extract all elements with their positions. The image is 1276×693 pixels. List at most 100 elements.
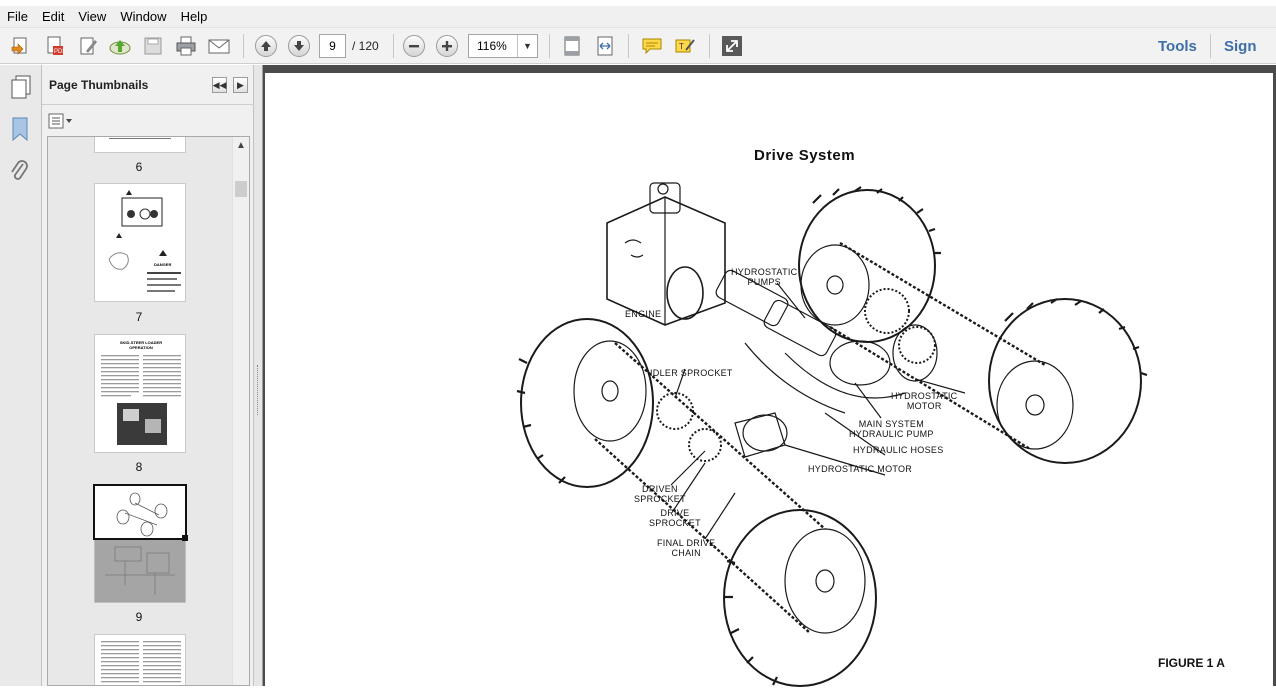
toolbar-separator: [709, 34, 710, 58]
visible-area-frame[interactable]: [93, 484, 187, 540]
callout-final-drive-chain: FINAL DRIVE CHAIN: [657, 538, 716, 558]
drive-system-illustration: [516, 182, 1148, 687]
print-icon[interactable]: [173, 33, 199, 59]
menu-help[interactable]: Help: [180, 9, 208, 24]
convert-icon[interactable]: PDF: [41, 33, 67, 59]
thumbnail-text: DANGER: [154, 262, 172, 267]
panel-next-button[interactable]: ▶: [233, 77, 248, 93]
panel-title: Page Thumbnails: [49, 78, 149, 92]
tools-button[interactable]: Tools: [1158, 38, 1197, 55]
thumbnail-page[interactable]: SKID-STEER LOADER OPERATION: [94, 334, 186, 453]
callout-hydrostatic-motor-right: HYDROSTATIC MOTOR: [891, 391, 958, 411]
hydraulic-hoses: [744, 342, 906, 414]
thumbnail-page-current[interactable]: [94, 484, 186, 603]
thumbnail-page[interactable]: [94, 137, 186, 153]
thumbnail-label: 9: [135, 610, 143, 624]
tire-rear-right: [798, 186, 941, 343]
highlight-icon: T: [675, 39, 695, 53]
drive-system-thumbnail-image: [95, 485, 185, 602]
toolbar-separator: [243, 34, 244, 58]
scrollbar-thumb[interactable]: [235, 181, 247, 197]
upload-cloud-icon[interactable]: [107, 33, 133, 59]
email-icon[interactable]: [206, 33, 232, 59]
menu-view[interactable]: View: [78, 9, 107, 24]
zoom-out-button[interactable]: [401, 33, 427, 59]
fit-page-icon: [564, 36, 580, 56]
play-right-icon: ▶: [237, 79, 244, 90]
callout-hydrostatic-motor-left: HYDROSTATIC MOTOR: [808, 464, 913, 474]
thumbnail-page[interactable]: DANGER: [94, 183, 186, 302]
chain-right: [829, 241, 1046, 451]
callout-driven-sprocket: DRIVEN SPROCKET: [634, 484, 686, 504]
callout-main-system-pump: MAIN SYSTEM HYDRAULIC PUMP: [849, 419, 934, 439]
next-page-button[interactable]: [286, 33, 312, 59]
scroll-up-icon[interactable]: ▲: [236, 140, 246, 151]
create-pdf-icon[interactable]: [8, 33, 34, 59]
zoom-input[interactable]: [469, 35, 517, 57]
expand-icon: [722, 36, 742, 56]
hydrostatic-pumps: [715, 269, 938, 386]
save-icon[interactable]: [140, 33, 166, 59]
callout-drive-sprocket: DRIVE SPROCKET: [649, 508, 701, 528]
thumbnail-page[interactable]: [94, 634, 186, 685]
comment-icon: [642, 38, 662, 55]
fit-width-button[interactable]: [592, 33, 618, 59]
svg-text:PDF: PDF: [54, 49, 65, 55]
zoom-select[interactable]: ▼: [468, 34, 538, 58]
page-thumbnails-tab[interactable]: [8, 74, 34, 100]
toolbar-separator: [628, 34, 629, 58]
menu-window[interactable]: Window: [120, 9, 167, 24]
arrow-up-icon: [255, 35, 277, 57]
thumbnail-text: SKID-STEER LOADER OPERATION: [119, 340, 163, 350]
document-view[interactable]: Drive System: [263, 65, 1276, 693]
toolbar-separator: [1210, 34, 1211, 58]
svg-text:T: T: [679, 42, 684, 51]
page-number-input[interactable]: [319, 34, 346, 58]
menu-file[interactable]: File: [7, 9, 28, 24]
thumbnail-label: 6: [135, 160, 143, 174]
callout-hydrostatic-pumps: HYDROSTATIC PUMPS: [731, 267, 798, 287]
page-total: / 120: [352, 39, 379, 53]
collapse-panel-button[interactable]: ◀◀: [212, 77, 227, 93]
toolbar-separator: [393, 34, 394, 58]
attachments-tab[interactable]: [9, 159, 31, 185]
figure-label: FIGURE 1 A: [1158, 656, 1225, 670]
thumbnail-scrollbar[interactable]: ▲: [232, 137, 249, 685]
options-button[interactable]: [48, 112, 74, 130]
text-page-image: [101, 355, 181, 445]
panel-splitter[interactable]: [254, 65, 263, 686]
paperclip-icon: [11, 160, 28, 180]
zoom-in-button[interactable]: [434, 33, 460, 59]
pages-icon: [11, 75, 31, 99]
menu-edit[interactable]: Edit: [41, 9, 65, 24]
toolbar-separator: [549, 34, 550, 58]
previous-page-button[interactable]: [253, 33, 279, 59]
page-thumbnails-panel: Page Thumbnails ◀◀ ▶ 6 DANGE: [42, 65, 254, 686]
text-page-image: [101, 641, 181, 683]
page-title: Drive System: [754, 147, 856, 164]
callout-hydraulic-hoses: HYDRAULIC HOSES: [853, 445, 944, 455]
fit-width-icon: [597, 36, 613, 56]
comment-button[interactable]: [639, 33, 665, 59]
full-screen-button[interactable]: [719, 33, 745, 59]
callout-idler-sprocket: IDLER SPROCKET: [650, 368, 733, 378]
hydrostatic-motor-left: [734, 412, 788, 458]
engine-block: [606, 182, 726, 326]
resize-handle[interactable]: [182, 535, 188, 541]
window-title-strip: [0, 0, 1276, 6]
thumbnail-label: 8: [135, 460, 143, 474]
highlight-button[interactable]: T: [672, 33, 698, 59]
bookmarks-tab[interactable]: [9, 116, 31, 142]
bookmark-icon: [12, 117, 28, 142]
menu-bar: File Edit View Window Help: [0, 6, 1276, 28]
arrow-down-icon: [288, 35, 310, 57]
fit-page-button[interactable]: [559, 33, 585, 59]
chevron-down-icon[interactable]: ▼: [517, 35, 537, 57]
tire-front-right: [988, 298, 1148, 464]
thumbnail-list[interactable]: 6 DANGER 7 SKID-STEER LOADER OPERATION: [47, 136, 250, 686]
toolbar: PDF / 120 ▼ T: [0, 28, 1276, 64]
edit-icon[interactable]: [75, 33, 101, 59]
pdf-page: Drive System: [265, 73, 1273, 693]
callout-engine: ENGINE: [625, 309, 662, 319]
sign-button[interactable]: Sign: [1224, 38, 1257, 55]
